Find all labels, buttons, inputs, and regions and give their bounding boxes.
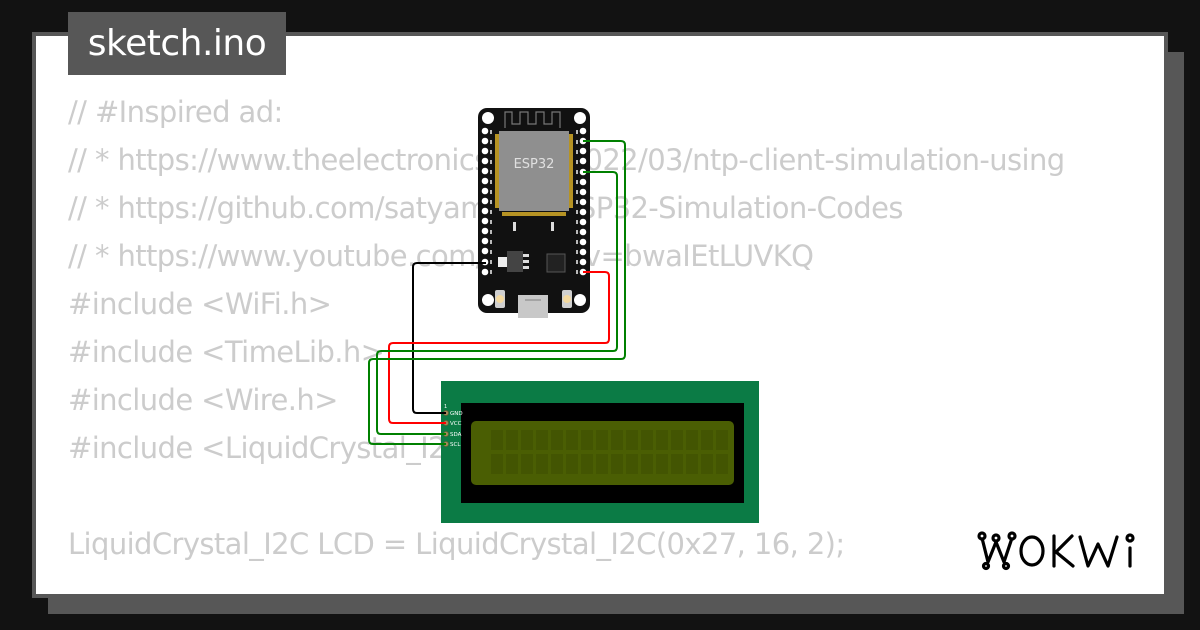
lcd-pin-index: 1 [444,404,447,410]
lcd-pin-vcc: VCC [450,421,462,427]
esp32-board[interactable]: ESP32 [478,108,590,318]
wire-vcc[interactable] [388,271,610,424]
file-name-tab[interactable]: sketch.ino [68,12,286,75]
lcd-pin-gnd: GND [450,411,463,417]
code-line: // * https://www.youtube.com/watch?v=bwa… [68,239,814,273]
lcd-pin-sda: SDA [450,432,462,438]
code-line: // #Inspired ad: [68,95,283,129]
wire-sda[interactable] [376,171,618,435]
wire-gnd[interactable] [412,262,486,414]
code-line: LiquidCrystal_I2C LCD = LiquidCrystal_I2… [68,527,845,561]
code-preview: // #Inspired ad: // * https://www.theele… [36,36,1131,594]
code-line: #include <Wire.h> [68,383,338,417]
lcd-pin-scl: SCL [450,442,461,448]
lcd1602-display[interactable]: 1 GND VCC SDA SCL [441,381,759,523]
wire-scl[interactable] [368,140,626,445]
esp32-label: ESP32 [514,157,555,172]
code-line: #include <WiFi.h> [68,287,332,321]
wokwi-logo[interactable] [976,528,1152,574]
code-line: #include <TimeLib.h> [68,335,385,369]
